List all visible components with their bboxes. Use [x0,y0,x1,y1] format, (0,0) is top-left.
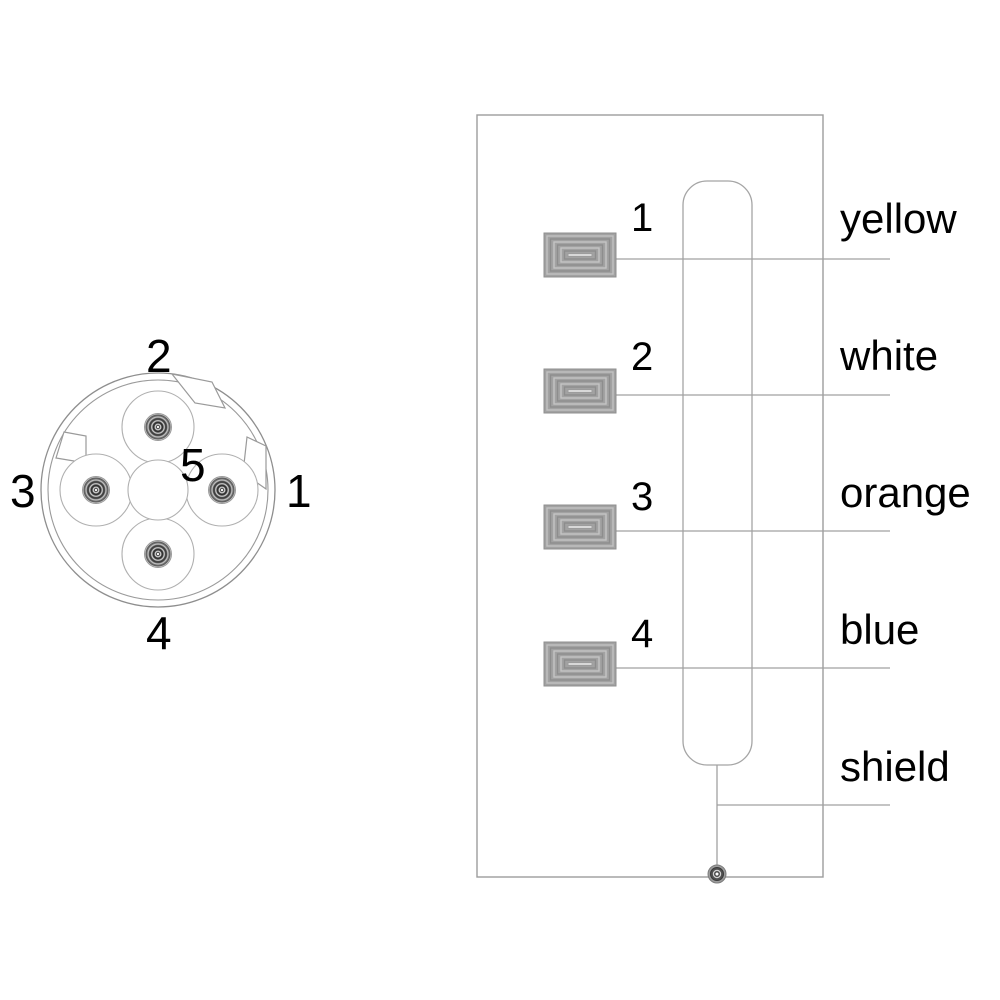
pin-label-2: 2 [146,330,172,382]
pin-label-1: 1 [286,465,312,517]
pin-label-4: 4 [146,607,172,659]
shield-ground-point [707,864,727,884]
contact-pin-1 [207,475,237,505]
cable-block-outline [476,114,824,878]
connector-front-view [40,372,276,608]
terminal-pad-2 [543,368,617,414]
wire-label-shield: shield [840,743,950,790]
wire-group [616,258,890,872]
wire-label-white: white [840,332,939,379]
wire-label-blue: blue [840,606,920,653]
terminal-pad-4 [543,641,617,687]
pin-label-3: 3 [10,465,36,517]
terminal-number-4: 4 [631,612,654,656]
terminal-number-3: 3 [631,475,654,519]
wire-label-orange: orange [840,469,971,516]
contact-pin-3 [81,475,111,505]
wire-label-yellow: yellow [840,195,957,242]
contact-pin-4 [143,539,173,569]
pin-cavity-5 [127,459,189,521]
cable-block-frame [476,114,824,878]
terminal-pad-1 [543,232,617,278]
terminal-pad-3 [543,504,617,550]
terminal-number-2: 2 [631,335,654,379]
cable-jacket [682,180,753,766]
pin-label-5: 5 [180,439,206,491]
terminal-number-1: 1 [631,196,654,240]
connector-inner-ring [47,379,269,601]
keyway-notch-top [170,373,227,409]
contact-pin-2 [143,412,173,442]
